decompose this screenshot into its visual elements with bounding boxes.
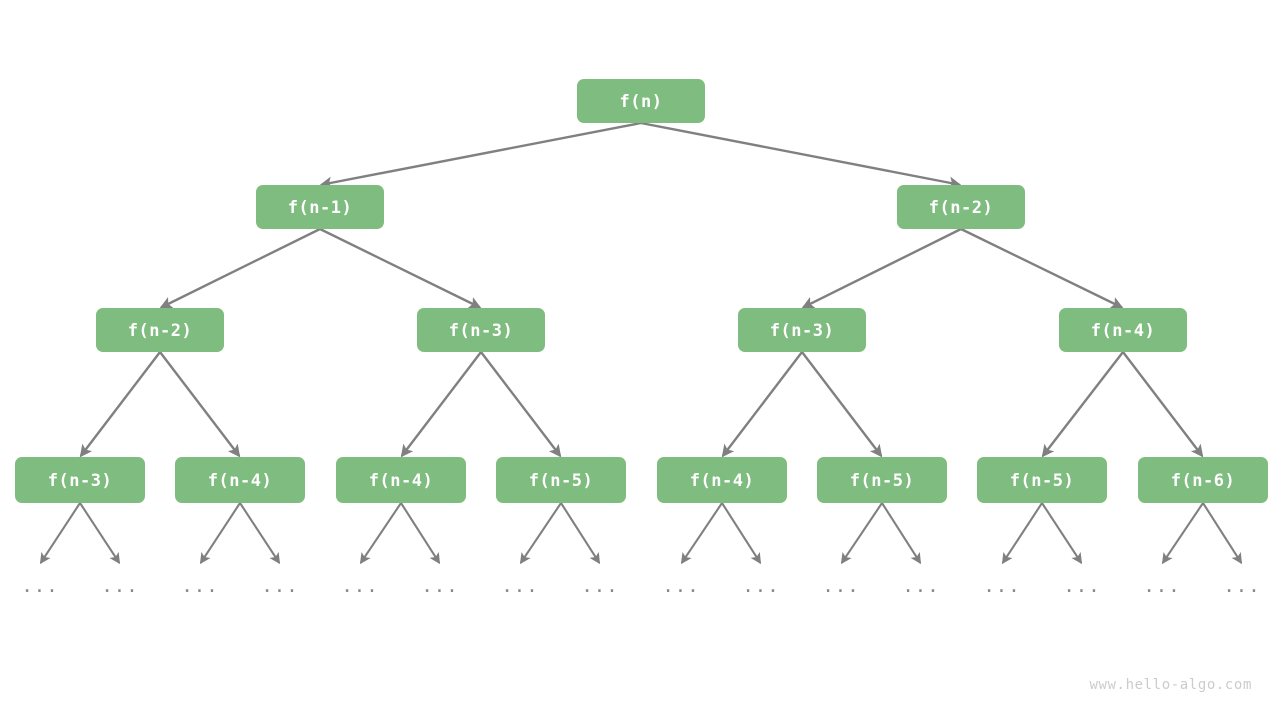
- tree-edge: [800, 350, 883, 458]
- tree-leaf-edge: [1001, 501, 1044, 565]
- tree-edge: [479, 350, 562, 458]
- tree-node[interactable]: f(n-4): [336, 457, 466, 503]
- tree-leaf-edge: [1040, 501, 1083, 565]
- tree-leaf-edge: [559, 501, 601, 565]
- tree-node-box[interactable]: [336, 457, 466, 503]
- tree-node-label: f(n-1): [288, 198, 352, 218]
- tree-leaf-edge: [359, 501, 403, 565]
- watermark-label: www.hello-algo.com: [1089, 677, 1252, 693]
- tree-edge: [158, 350, 241, 458]
- tree-node-label: f(n-3): [48, 471, 112, 491]
- tree-node-box[interactable]: [417, 308, 545, 352]
- ellipsis-marker: ...: [1063, 575, 1100, 597]
- tree-node-box[interactable]: [817, 457, 947, 503]
- tree-edge: [1121, 350, 1204, 458]
- tree-node-label: f(n-4): [369, 471, 433, 491]
- edges-layer: [79, 121, 1204, 458]
- tree-node[interactable]: f(n-4): [1059, 308, 1187, 352]
- tree-node[interactable]: f(n-5): [496, 457, 626, 503]
- tree-leaf-edge: [399, 501, 441, 565]
- ellipsis-marker: ...: [21, 575, 58, 597]
- tree-node-box[interactable]: [738, 308, 866, 352]
- tree-edge: [959, 227, 1124, 309]
- tree-node-label: f(n-4): [690, 471, 754, 491]
- tree-node-label: f(n): [620, 92, 663, 112]
- tree-leaf-edge: [1201, 501, 1243, 565]
- tree-leaf-edge: [39, 501, 82, 565]
- tree-node-label: f(n-4): [1091, 321, 1155, 341]
- tree-leaf-edge: [78, 501, 121, 565]
- tree-node[interactable]: f(n): [577, 79, 705, 123]
- tree-leaf-edge: [840, 501, 884, 565]
- tree-node-label: f(n-2): [128, 321, 192, 341]
- tree-node-label: f(n-5): [529, 471, 593, 491]
- tree-node[interactable]: f(n-5): [817, 457, 947, 503]
- ellipsis-marker: ...: [902, 575, 939, 597]
- tree-edge: [79, 350, 162, 458]
- tree-node-label: f(n-2): [929, 198, 993, 218]
- tree-node[interactable]: f(n-5): [977, 457, 1107, 503]
- tree-edge: [318, 227, 482, 309]
- ellipsis-marker: ...: [501, 575, 538, 597]
- tree-node-box[interactable]: [897, 185, 1025, 229]
- tree-node-box[interactable]: [657, 457, 787, 503]
- ellipsis-marker: ...: [662, 575, 699, 597]
- tree-node-box[interactable]: [15, 457, 145, 503]
- tree-node-label: f(n-6): [1171, 471, 1235, 491]
- ellipsis-marker: ...: [822, 575, 859, 597]
- nodes-layer: f(n) f(n-1) f(n-2) f(n-2) f(n-3) f(n-3) f(n-4)…: [15, 79, 1268, 503]
- tree-node-box[interactable]: [175, 457, 305, 503]
- ellipsis-marker: ...: [421, 575, 458, 597]
- tree-edge: [1041, 350, 1125, 458]
- tree-node-box[interactable]: [496, 457, 626, 503]
- tree-leaf-edge: [720, 501, 762, 565]
- ellipsis-marker: ...: [181, 575, 218, 597]
- tree-node-box[interactable]: [1059, 308, 1187, 352]
- tree-node-label: f(n-4): [208, 471, 272, 491]
- ellipsis-marker: ...: [101, 575, 138, 597]
- tree-leaf-edge: [199, 501, 242, 565]
- tree-node-box[interactable]: [977, 457, 1107, 503]
- tree-leaf-edge: [680, 501, 724, 565]
- tree-leaf-edge: [880, 501, 922, 565]
- tree-leaf-edge: [238, 501, 281, 565]
- ellipsis-marker: ...: [581, 575, 618, 597]
- ellipsis-marker: ...: [341, 575, 378, 597]
- tree-node[interactable]: f(n-3): [738, 308, 866, 352]
- tree-edge: [721, 350, 804, 458]
- tree-node[interactable]: f(n-4): [657, 457, 787, 503]
- tree-node-label: f(n-5): [850, 471, 914, 491]
- ellipsis-marker: ...: [742, 575, 779, 597]
- ellipsis-layer: ........................................…: [21, 575, 1260, 597]
- tree-node-label: f(n-3): [449, 321, 513, 341]
- ellipsis-marker: ...: [261, 575, 298, 597]
- tree-node-box[interactable]: [256, 185, 384, 229]
- tree-node[interactable]: f(n-6): [1138, 457, 1268, 503]
- tree-node[interactable]: f(n-2): [897, 185, 1025, 229]
- tree-edge: [400, 350, 483, 458]
- tree-node[interactable]: f(n-3): [417, 308, 545, 352]
- ellipsis-marker: ...: [1143, 575, 1180, 597]
- ellipsis-marker: ...: [983, 575, 1020, 597]
- ellipsis-marker: ...: [1223, 575, 1260, 597]
- tree-node-label: f(n-3): [770, 321, 834, 341]
- tree-edge: [159, 227, 322, 309]
- tree-leaf-edge: [519, 501, 563, 565]
- tree-node-label: f(n-5): [1010, 471, 1074, 491]
- tree-node[interactable]: f(n-2): [96, 308, 224, 352]
- leaf-edges-layer: [39, 501, 1243, 565]
- tree-edge: [319, 121, 643, 189]
- tree-edge: [639, 121, 962, 189]
- tree-node-box[interactable]: [577, 79, 705, 123]
- tree-node[interactable]: f(n-4): [175, 457, 305, 503]
- tree-leaf-edge: [1161, 501, 1205, 565]
- tree-node-box[interactable]: [1138, 457, 1268, 503]
- tree-node[interactable]: f(n-3): [15, 457, 145, 503]
- tree-node-box[interactable]: [96, 308, 224, 352]
- tree-node[interactable]: f(n-1): [256, 185, 384, 229]
- tree-edge: [801, 227, 963, 309]
